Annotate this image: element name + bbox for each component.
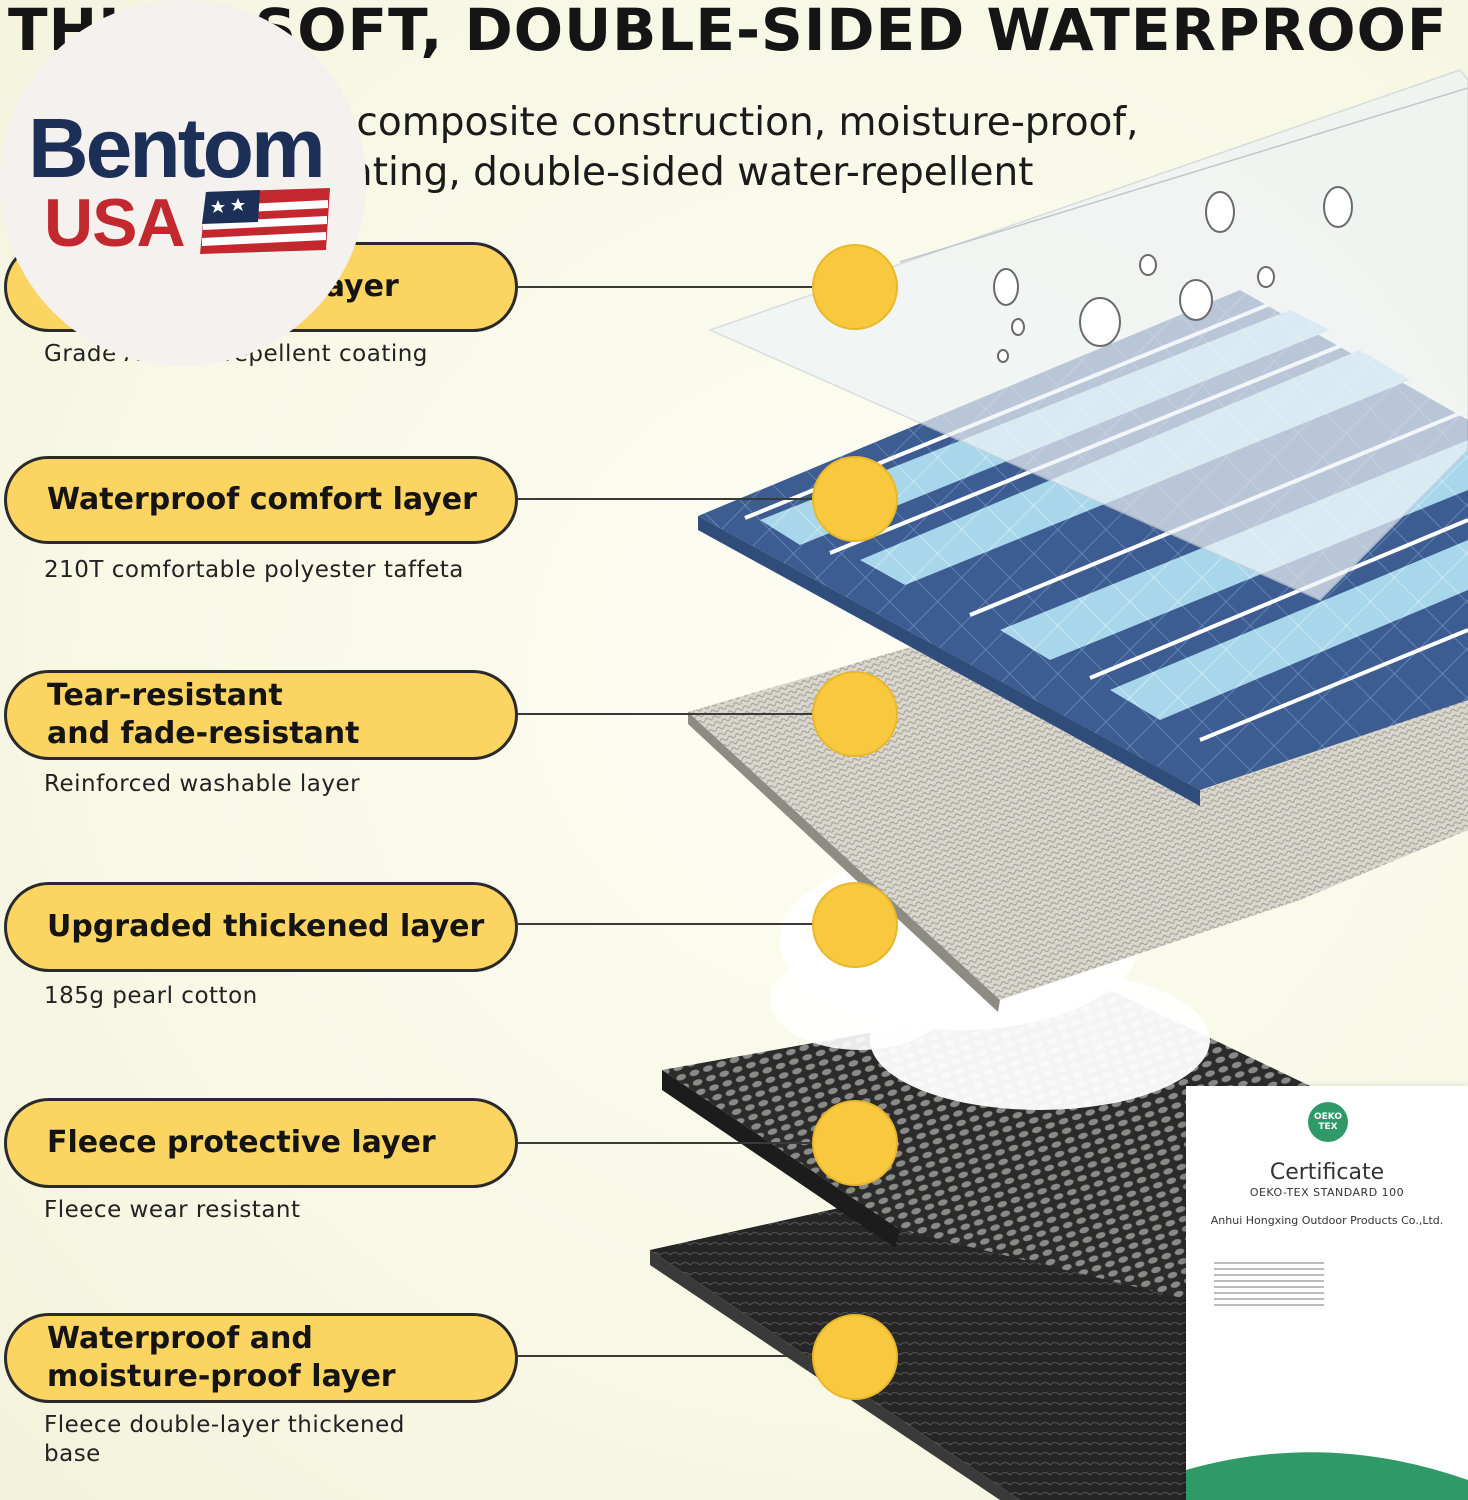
certificate-company: Anhui Hongxing Outdoor Products Co.,Ltd. [1210,1214,1444,1227]
logo-country: USA [44,185,186,261]
layer-title-line: Fleece protective layer [47,1125,436,1160]
layer-label-waterproof-moisture-proof: Waterproof and moisture-proof layer [4,1313,518,1403]
layer-label-waterproof-comfort: Waterproof comfort layer [4,456,518,544]
layer-title-line: Waterproof and [47,1321,313,1356]
us-flag-icon [200,188,330,254]
oeko-tex-badge-icon: OEKO TEX [1308,1102,1348,1142]
connector-line [518,498,816,500]
layer-caption: Fleece double-layer thickened base [44,1412,405,1467]
layer-caption: 185g pearl cotton [44,983,258,1009]
layer-label-tear-resistant: Tear-resistant and fade-resistant [4,670,518,760]
certificate-title: Certificate [1269,1160,1385,1185]
layer-label-fleece-protective: Fleece protective layer [4,1098,518,1188]
oeko-tex-certificate: OEKO TEX Certificate OEKO-TEX STANDARD 1… [1186,1086,1468,1500]
badge-text: OEKO [1313,1112,1343,1122]
connector-line [518,713,816,715]
logo-wordmark: Bentom [28,101,326,195]
connector-line [518,1142,816,1144]
layer-marker-dot [812,244,898,330]
layer-title-line: moisture-proof layer [47,1359,396,1394]
layer-caption: Fleece wear resistant [44,1197,301,1223]
layer-title-line: Waterproof comfort layer [47,482,477,517]
layer-marker-dot [812,456,898,542]
brand-logo: Bentom USA [0,0,366,366]
layer-caption: Reinforced washable layer [44,771,361,797]
connector-line [518,923,816,925]
certificate-body-text [1214,1262,1324,1310]
layer-marker-dot [812,671,898,757]
certificate-standard: OEKO-TEX STANDARD 100 [1249,1186,1405,1199]
certificate-green-wave [1186,1452,1468,1500]
layer-marker-dot [812,882,898,968]
layer-marker-dot [812,1314,898,1400]
badge-text: TEX [1318,1122,1338,1132]
connector-line [518,1355,816,1357]
layer-caption: 210T comfortable polyester taffeta [44,557,464,583]
layer-title-line: and fade-resistant [47,716,360,751]
layer-marker-dot [812,1100,898,1186]
subheading-line-1: r composite construction, moisture-proof… [328,100,1139,145]
subheading-line-2: lating, double-sided water-repellent [338,150,1034,195]
connector-line [518,286,816,288]
layer-title-line: Tear-resistant [47,678,283,713]
layer-label-upgraded-thickened: Upgraded thickened layer [4,882,518,972]
logo-backdrop [0,4,364,366]
layer-title-line: Upgraded thickened layer [47,909,485,944]
